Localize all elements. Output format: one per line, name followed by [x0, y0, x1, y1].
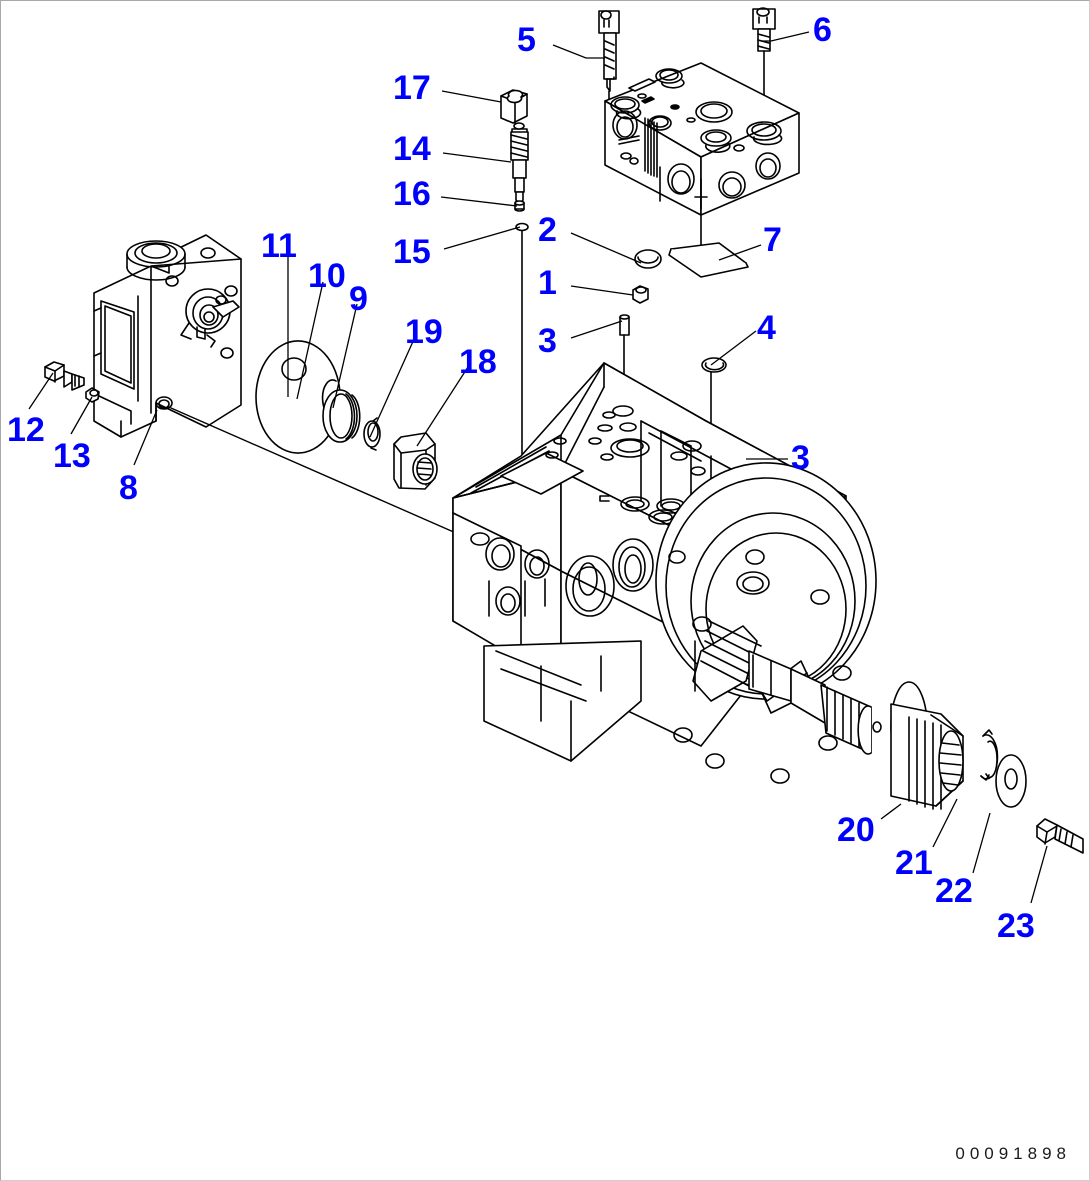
part-23-bolt	[1036, 818, 1084, 854]
callout-16[interactable]: 16	[393, 175, 431, 213]
part-13-washer	[85, 387, 132, 425]
callout-2[interactable]: 2	[538, 211, 557, 249]
part-21-splined-coupling	[890, 681, 964, 810]
part-20-pump-body	[452, 362, 882, 784]
callout-1[interactable]: 1	[538, 264, 557, 302]
callout-9[interactable]: 9	[349, 280, 368, 318]
part-19-snap-ring	[363, 417, 381, 451]
callout-20[interactable]: 20	[837, 811, 875, 849]
callout-15[interactable]: 15	[393, 233, 431, 271]
callout-17[interactable]: 17	[393, 69, 431, 107]
part-9-bushing-ring	[322, 389, 361, 443]
callout-6[interactable]: 6	[813, 11, 832, 49]
callout-23[interactable]: 23	[997, 907, 1035, 945]
part-11-cover-gasket	[255, 340, 341, 454]
callout-8[interactable]: 8	[119, 469, 138, 507]
part-23-plate-washer	[995, 754, 1027, 808]
part-16-washer	[514, 200, 525, 212]
part-5-cap-screw	[598, 10, 620, 104]
part-2-o-ring	[634, 249, 662, 269]
callout-3-upper[interactable]: 3	[538, 322, 557, 360]
part-22-snap-ring	[980, 729, 999, 781]
part-8-servo-cover	[93, 234, 242, 438]
part-7-regulator-block	[604, 62, 800, 278]
callout-5[interactable]: 5	[517, 21, 536, 59]
callout-11[interactable]: 11	[261, 227, 297, 265]
callout-12[interactable]: 12	[7, 411, 45, 449]
callout-18[interactable]: 18	[459, 343, 497, 381]
callout-21[interactable]: 21	[895, 844, 933, 882]
part-12-bolt	[44, 361, 85, 391]
part-1-plug-nut	[632, 285, 649, 304]
callout-10[interactable]: 10	[308, 257, 346, 295]
callout-13[interactable]: 13	[53, 437, 91, 475]
callout-4[interactable]: 4	[757, 309, 776, 347]
callout-7[interactable]: 7	[763, 221, 782, 259]
figure-code: 00091898	[955, 1144, 1071, 1163]
callout-3-lower[interactable]: 3	[791, 439, 810, 477]
part-18-sleeve-bushing	[393, 432, 438, 490]
callout-22[interactable]: 22	[935, 872, 973, 910]
callout-14[interactable]: 14	[393, 130, 431, 168]
part-17-lock-nut	[500, 89, 528, 125]
part-14-adjusting-screw	[510, 122, 529, 205]
callout-19[interactable]: 19	[405, 313, 443, 351]
